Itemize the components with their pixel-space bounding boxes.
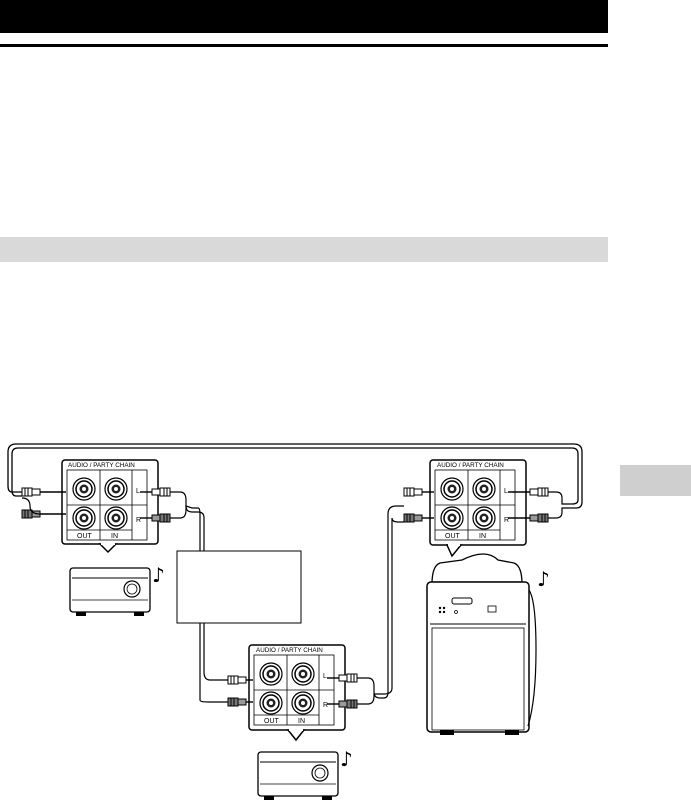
jack-out-l <box>440 477 464 501</box>
header-rule <box>0 44 608 47</box>
plug-out-l <box>403 487 423 497</box>
music-note-icon: ♪ <box>152 563 165 587</box>
label-out: OUT <box>77 533 93 540</box>
plug-in-r <box>338 699 358 709</box>
speaker-tower <box>426 553 537 735</box>
label-l: L <box>504 488 508 495</box>
panel-title: AUDIO / PARTY CHAIN <box>256 647 323 654</box>
plug-in-r <box>529 513 549 523</box>
section-heading-bar <box>0 237 608 262</box>
jack-in-r <box>291 691 315 715</box>
jack-out-l <box>259 662 283 686</box>
plug-out-r <box>403 513 423 523</box>
jack-out-r <box>259 691 283 715</box>
label-in: IN <box>298 718 305 725</box>
cable-left-to-middle <box>170 491 228 703</box>
jack-out-r <box>72 506 96 530</box>
jack-in-l <box>472 477 496 501</box>
music-note-icon: ♪ <box>537 567 550 591</box>
amplifier-left <box>69 567 151 617</box>
panel-title: AUDIO / PARTY CHAIN <box>437 462 504 469</box>
panel-title: AUDIO / PARTY CHAIN <box>68 462 135 469</box>
page-header-bar <box>0 0 608 33</box>
label-l: L <box>323 673 327 680</box>
amplifier-middle <box>257 751 339 801</box>
label-r: R <box>504 517 509 524</box>
jack-in-l <box>291 662 315 686</box>
loop-cable <box>7 443 583 509</box>
label-r: R <box>136 517 141 524</box>
plug-out-l <box>227 675 247 685</box>
plug-in-l <box>529 487 549 497</box>
jack-in-l <box>104 477 128 501</box>
label-in: IN <box>479 533 486 540</box>
label-in: IN <box>111 533 118 540</box>
label-r: R <box>323 702 328 709</box>
label-out: OUT <box>264 718 280 725</box>
plug-in-l <box>338 673 358 683</box>
jack-out-r <box>440 506 464 530</box>
plug-out-r <box>227 697 247 707</box>
jack-out-l <box>72 477 96 501</box>
panel-middle: AUDIO / PARTY CHAIN L R OUT IN <box>227 644 358 742</box>
music-note-icon: ♪ <box>340 747 353 771</box>
label-out: OUT <box>445 533 461 540</box>
jack-in-r <box>104 506 128 530</box>
plug-out-l <box>21 487 41 497</box>
cable-middle-to-right <box>357 505 404 705</box>
plug-in-l <box>151 487 171 497</box>
panel-right: AUDIO / PARTY CHAIN L R OUT IN <box>403 459 566 558</box>
label-l: L <box>136 488 140 495</box>
jack-in-r <box>472 506 496 530</box>
plug-in-r <box>151 513 171 523</box>
callout-box <box>176 550 302 624</box>
panel-left: AUDIO / PARTY CHAIN L R OUT IN <box>21 459 171 554</box>
chapter-side-tab <box>620 465 691 496</box>
